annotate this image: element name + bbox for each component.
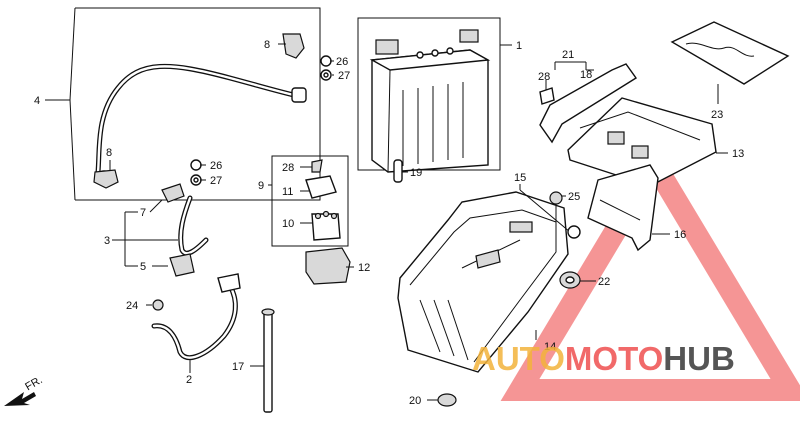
callout-25: 25 xyxy=(568,191,580,203)
ground-wire xyxy=(151,273,241,360)
callout-28-relay: 28 xyxy=(282,162,294,174)
battery-holder-cover xyxy=(567,97,717,187)
callout-16: 16 xyxy=(674,229,686,241)
battery-strap xyxy=(539,61,638,144)
battery-band xyxy=(587,164,659,252)
callout-5: 5 xyxy=(140,261,146,273)
mounting-bolt xyxy=(519,189,581,239)
callout-13: 13 xyxy=(732,148,744,160)
direction-label: FR. xyxy=(23,374,44,393)
callout-2: 2 xyxy=(186,374,192,386)
front-arrow-icon xyxy=(4,392,36,406)
callout-18: 18 xyxy=(580,69,592,81)
callout-27-lower: 27 xyxy=(210,175,222,187)
rod-17 xyxy=(261,308,275,413)
callout-20: 20 xyxy=(409,395,421,407)
callout-8-upper: 8 xyxy=(264,39,270,51)
callout-10: 10 xyxy=(282,218,294,230)
watermark-auto: AUTO xyxy=(472,340,565,377)
callout-4: 4 xyxy=(34,95,40,107)
svg-text:AUTOMOTOHUB: AUTOMOTOHUB xyxy=(472,340,735,377)
callout-12: 12 xyxy=(358,262,370,274)
callout-19: 19 xyxy=(410,167,422,179)
starter-relay-switch xyxy=(305,247,351,285)
callout-15: 15 xyxy=(514,172,526,184)
terminal-cover-upper xyxy=(282,33,305,59)
callout-8-lower: 8 xyxy=(106,147,112,159)
callout-26-upper: 26 xyxy=(336,56,348,68)
battery-breather-tube xyxy=(393,159,403,183)
callout-14: 14 xyxy=(544,341,556,353)
watermark-moto: MOTO xyxy=(565,340,663,377)
group-4-bracket xyxy=(45,7,321,201)
callout-28-right: 28 xyxy=(538,71,550,83)
nut-bolt-upper xyxy=(320,55,332,81)
callout-9: 9 xyxy=(258,180,264,192)
battery-case xyxy=(397,191,569,373)
watermark-hub: HUB xyxy=(663,340,735,377)
group-3-bracket xyxy=(112,211,178,267)
terminal-cover-lower xyxy=(93,169,119,189)
callout-1: 1 xyxy=(516,40,522,52)
grommet-22 xyxy=(559,271,581,289)
leader-lines xyxy=(109,43,728,401)
starter-relay-group xyxy=(271,155,349,247)
callout-labels: 1 2 3 4 5 7 8 8 9 10 11 12 13 14 15 16 1… xyxy=(23,39,744,407)
callout-22: 22 xyxy=(598,276,610,288)
cushion-20 xyxy=(437,393,457,407)
battery-cable xyxy=(95,63,307,186)
screw-25 xyxy=(549,191,563,222)
manual-sheet xyxy=(670,21,790,85)
battery xyxy=(357,17,501,173)
callout-21: 21 xyxy=(562,49,574,61)
callout-7: 7 xyxy=(140,207,146,219)
negative-cable xyxy=(161,183,209,277)
callout-3: 3 xyxy=(104,235,110,247)
watermark-triangle xyxy=(500,143,800,401)
callout-24: 24 xyxy=(126,300,138,312)
callout-23: 23 xyxy=(711,109,723,121)
callout-26-lower: 26 xyxy=(210,160,222,172)
watermark-logo: AUTOMOTOHUB xyxy=(472,340,735,377)
callout-27-upper: 27 xyxy=(338,70,350,82)
callout-17: 17 xyxy=(232,361,244,373)
callout-11: 11 xyxy=(282,186,293,198)
nut-bolt-lower xyxy=(190,159,202,186)
